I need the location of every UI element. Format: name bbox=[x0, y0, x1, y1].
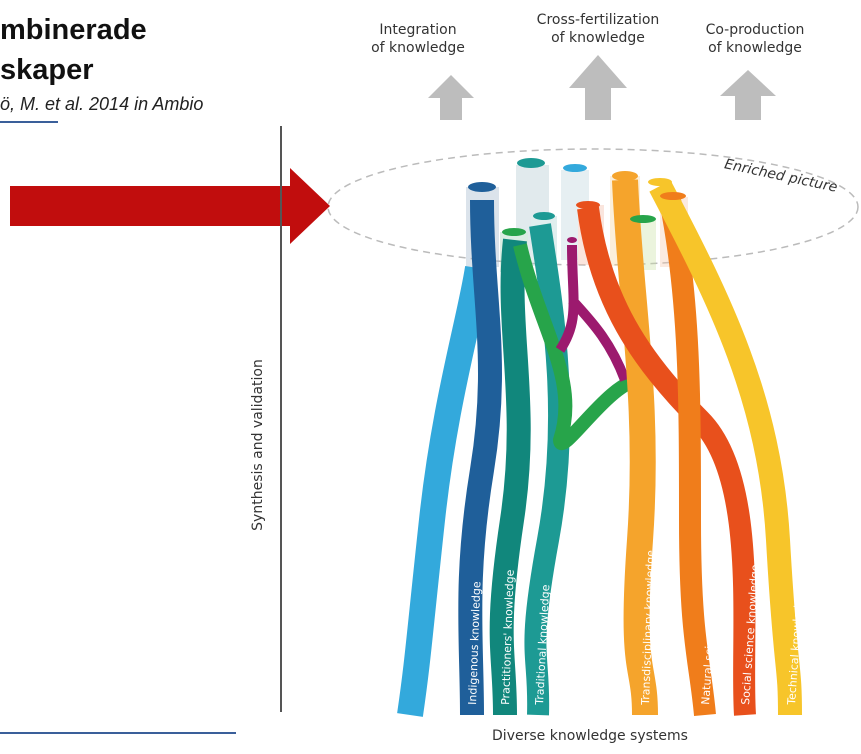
output-coproduction-line2: of knowledge bbox=[708, 40, 802, 56]
output-arrow-integration bbox=[428, 75, 474, 120]
synthesis-label: Synthesis and validation bbox=[250, 359, 266, 531]
strand-label-traditional: Traditional knowledge bbox=[533, 584, 552, 706]
citation: ö, M. et al. 2014 in Ambio bbox=[0, 94, 204, 114]
strand-caps bbox=[468, 158, 686, 243]
bottom-divider bbox=[0, 732, 236, 734]
strand-technical bbox=[649, 180, 802, 716]
strand-practitioners bbox=[489, 238, 531, 716]
output-coproduction-line1: Co-production bbox=[706, 22, 805, 38]
enriched-picture-label: Enriched picture bbox=[723, 156, 839, 196]
strand-magenta bbox=[555, 244, 630, 382]
strand-natural bbox=[659, 197, 716, 716]
strand-traditional bbox=[524, 223, 571, 716]
strand-green-branch bbox=[513, 243, 642, 450]
slide-title: mbinerade skaper bbox=[0, 10, 147, 90]
bottom-label: Diverse knowledge systems bbox=[492, 728, 688, 744]
output-arrow-crossfert bbox=[569, 55, 627, 120]
output-arrows bbox=[428, 55, 776, 120]
output-crossfert-line1: Cross-fertilization bbox=[537, 12, 660, 28]
strands bbox=[397, 179, 802, 717]
title-line-2: skaper bbox=[0, 54, 94, 86]
output-integration-line2: of knowledge bbox=[371, 40, 465, 56]
strand-label-transdisciplinary: Transdisciplinary knowledge bbox=[639, 550, 657, 706]
strand-indigenous bbox=[458, 199, 502, 716]
strand-label-practitioners: Practitioners' knowledge bbox=[499, 569, 517, 705]
output-arrow-coproduction bbox=[720, 70, 776, 120]
citation-underline bbox=[0, 121, 58, 123]
strand-transdisciplinary bbox=[612, 179, 658, 716]
title-line-1: mbinerade bbox=[0, 14, 147, 46]
strand-label-indigenous: Indigenous knowledge bbox=[466, 581, 483, 705]
red-pointer-arrow bbox=[10, 168, 330, 244]
strand-local bbox=[397, 266, 491, 717]
output-crossfert-line2: of knowledge bbox=[551, 30, 645, 46]
output-integration-line1: Integration bbox=[379, 22, 456, 38]
